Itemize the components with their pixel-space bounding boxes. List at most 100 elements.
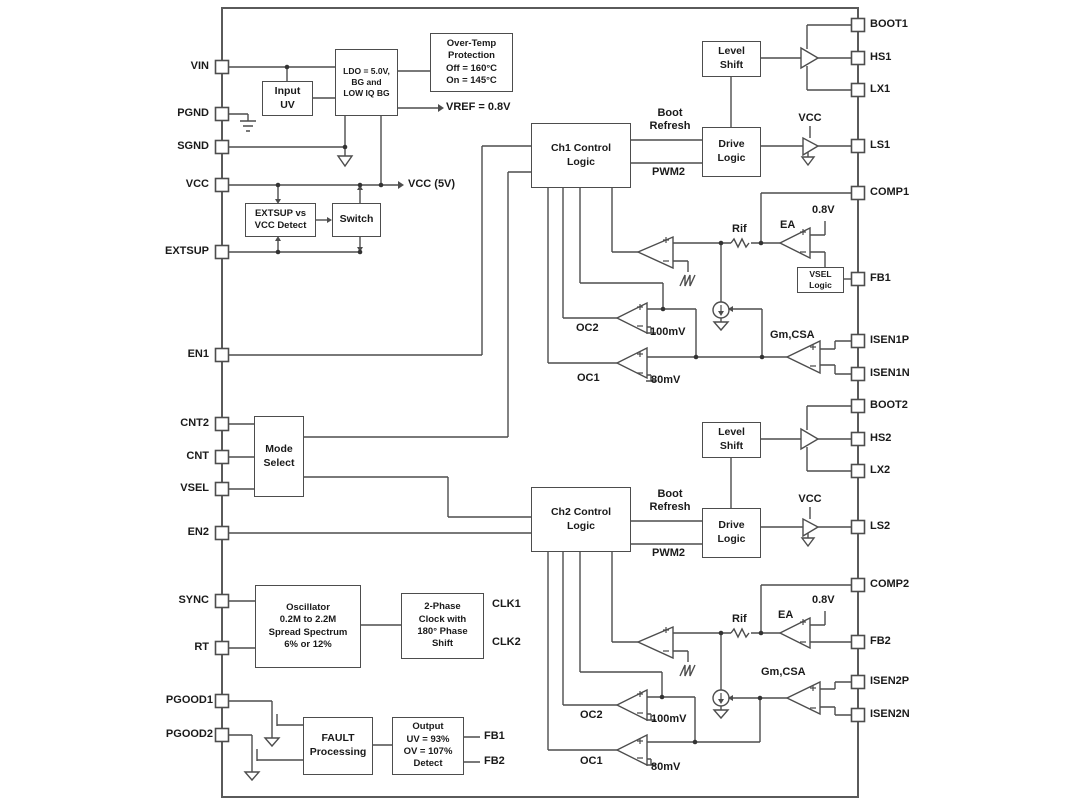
pin-label-pgnd: PGND xyxy=(177,107,209,119)
pin-isen2p xyxy=(850,674,866,690)
label-ea-2: EA xyxy=(778,609,794,621)
pin-pgnd xyxy=(214,106,230,122)
box-level-shift-1: Level Shift xyxy=(702,41,761,77)
pin-comp1 xyxy=(850,185,866,201)
pin-en2 xyxy=(214,525,230,541)
pin-hs1 xyxy=(850,50,866,66)
pin-ls2 xyxy=(850,519,866,535)
pin-label-hs1: HS1 xyxy=(870,51,892,63)
box-level-shift-2: Level Shift xyxy=(702,422,761,458)
pin-en1 xyxy=(214,347,230,363)
pin-label-cnt2: CNT2 xyxy=(180,417,209,429)
pin-boot2 xyxy=(850,398,866,414)
pin-isen1p xyxy=(850,333,866,349)
junction-dots xyxy=(275,64,765,745)
pin-label-isen1n: ISEN1N xyxy=(870,367,910,379)
label-80mv-1: 80mV xyxy=(651,374,681,386)
pin-fb2 xyxy=(850,634,866,650)
box-drive-logic-2: Drive Logic xyxy=(702,508,761,558)
pin-isen1n xyxy=(850,366,866,382)
pin-label-ls1: LS1 xyxy=(870,139,891,151)
pin-cnt xyxy=(214,449,230,465)
box-drive-logic-1: Drive Logic xyxy=(702,127,761,177)
box-ch1-control-logic: Ch1 Control Logic xyxy=(531,123,631,188)
pin-label-fb1: FB1 xyxy=(870,272,891,284)
label-oc2-2: OC2 xyxy=(580,709,603,721)
pin-label-isen2n: ISEN2N xyxy=(870,708,910,720)
label-fb1-sense: FB1 xyxy=(484,730,505,742)
label-pwm2-2: PWM2 xyxy=(652,547,685,559)
pin-vin xyxy=(214,59,230,75)
box-overtemp-protection: Over-Temp Protection Off = 160°C On = 14… xyxy=(430,33,513,92)
pin-label-ls2: LS2 xyxy=(870,520,891,532)
pin-label-fb2: FB2 xyxy=(870,635,891,647)
pin-fb1 xyxy=(850,271,866,287)
box-extsup-vcc-detect: EXTSUP vs VCC Detect xyxy=(245,203,316,237)
pin-label-lx1: LX1 xyxy=(870,83,891,95)
label-vcc-1: VCC xyxy=(798,112,822,124)
pin-comp2 xyxy=(850,577,866,593)
box-ldo: LDO = 5.0V, BG and LOW IQ BG xyxy=(335,49,398,116)
label-0v8-1: 0.8V xyxy=(812,204,835,216)
label-clk1: CLK1 xyxy=(492,598,521,610)
pin-boot1 xyxy=(850,17,866,33)
pin-pgood2 xyxy=(214,727,230,743)
pin-rt xyxy=(214,640,230,656)
pin-label-extsup: EXTSUP xyxy=(164,245,209,257)
pin-label-pgood2: PGOOD2 xyxy=(165,728,213,740)
marks-ch1 xyxy=(637,229,816,374)
box-oscillator: Oscillator 0.2M to 2.2M Spread Spectrum … xyxy=(255,585,361,668)
wires-bottom xyxy=(228,600,480,772)
pin-lx1 xyxy=(850,82,866,98)
pin-label-hs2: HS2 xyxy=(870,432,892,444)
pin-label-isen2p: ISEN2P xyxy=(870,675,910,687)
label-100mv-1: 100mV xyxy=(650,326,686,338)
marks-ch2 xyxy=(637,619,816,759)
label-vref: VREF = 0.8V xyxy=(446,101,511,113)
pin-extsup xyxy=(214,244,230,260)
box-fault-processing: FAULT Processing xyxy=(303,717,373,775)
box-switch: Switch xyxy=(332,203,381,237)
label-boot-refresh-2: Boot Refresh xyxy=(649,488,691,513)
pin-label-rt: RT xyxy=(194,641,209,653)
pin-vsel xyxy=(214,481,230,497)
box-ch2-control-logic: Ch2 Control Logic xyxy=(531,487,631,552)
wires-ch2 xyxy=(547,405,852,766)
label-oc1-2: OC1 xyxy=(580,755,603,767)
label-0v8-2: 0.8V xyxy=(812,594,835,606)
label-rif-1: Rif xyxy=(732,223,747,235)
pin-lx2 xyxy=(850,463,866,479)
label-gm-csa-2: Gm,CSA xyxy=(761,666,806,678)
wires-supply xyxy=(228,66,438,253)
pin-label-boot2: BOOT2 xyxy=(870,399,908,411)
pin-isen2n xyxy=(850,707,866,723)
pin-label-vcc: VCC xyxy=(185,178,209,190)
label-100mv-2: 100mV xyxy=(651,713,687,725)
pin-label-sgnd: SGND xyxy=(177,140,209,152)
wires-mode-select xyxy=(228,145,531,534)
pin-hs2 xyxy=(850,431,866,447)
label-vcc-2: VCC xyxy=(798,493,822,505)
label-oc2-1: OC2 xyxy=(576,322,599,334)
cs1-arrow xyxy=(728,306,733,312)
symbols-bottom xyxy=(243,737,281,782)
box-mode-select: Mode Select xyxy=(254,416,304,497)
cs2-arrow xyxy=(728,695,733,701)
label-vcc5v: VCC (5V) xyxy=(408,178,456,190)
arrowheads-supply xyxy=(275,104,444,252)
pin-label-en2: EN2 xyxy=(187,526,209,538)
pin-sync xyxy=(214,593,230,609)
box-2phase-clock: 2-Phase Clock with 180° Phase Shift xyxy=(401,593,484,659)
pin-label-cnt: CNT xyxy=(186,450,209,462)
pin-label-comp1: COMP1 xyxy=(870,186,910,198)
box-vsel-logic: VSEL Logic xyxy=(797,267,844,293)
pin-label-vsel: VSEL xyxy=(180,482,209,494)
label-ea-1: EA xyxy=(780,219,796,231)
pin-label-boot1: BOOT1 xyxy=(870,18,908,30)
pin-label-vin: VIN xyxy=(190,60,209,72)
pin-vcc xyxy=(214,177,230,193)
pin-label-sync: SYNC xyxy=(178,594,209,606)
box-output-uv-ov-detect: Output UV = 93% OV = 107% Detect xyxy=(392,717,464,775)
